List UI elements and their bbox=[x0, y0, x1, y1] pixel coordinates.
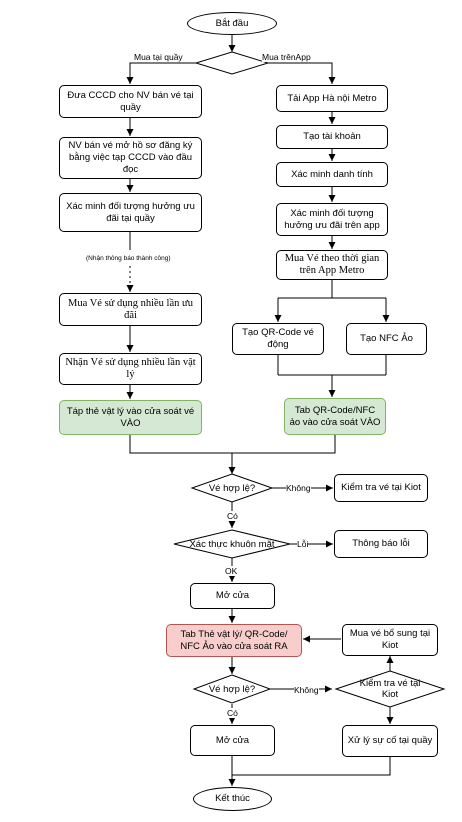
decision-valid-exit-label: Vé hợp lệ? bbox=[208, 683, 256, 695]
edge-label-notify: (Nhận thông báo thành công) bbox=[86, 255, 171, 262]
decision-valid-exit bbox=[192, 674, 272, 704]
step-create-qr: Tạo QR-Code vé động bbox=[232, 323, 324, 355]
step-error-message: Thông báo lỗi bbox=[334, 530, 428, 558]
edge-label-error: Lỗi bbox=[297, 539, 309, 549]
step-give-cccd: Đưa CCCD cho NV bán vé tại quầy bbox=[59, 85, 202, 118]
step-buy-multi-ticket: Mua Vé sử dụng nhiều lần ưu đãi bbox=[59, 293, 202, 326]
step-download-app: Tải App Hà nội Metro bbox=[276, 85, 388, 112]
decision-valid-entry bbox=[190, 473, 274, 503]
decision-shapes bbox=[173, 51, 446, 708]
step-buy-extra-ticket: Mua vé bổ sung tại Kiot bbox=[342, 624, 438, 656]
step-handle-incident: Xử lý sự cố tại quầy bbox=[342, 725, 438, 757]
step-open-gate-2: Mở cửa bbox=[190, 725, 275, 756]
decision-channel bbox=[194, 51, 270, 75]
edge-label-counter: Mua tại quầy bbox=[134, 52, 183, 62]
step-create-nfc: Tạo NFC Ảo bbox=[346, 323, 427, 355]
edge-label-ok: OK bbox=[225, 566, 238, 576]
edge-label-no-1: Không bbox=[286, 483, 311, 493]
step-buy-time-ticket: Mua Vé theo thời gian trên App Metro bbox=[276, 250, 388, 280]
step-kiot-check: Kiểm tra vé tại Kiot bbox=[334, 474, 428, 502]
step-open-gate-1: Mở cửa bbox=[190, 583, 275, 609]
decision-kiot-check bbox=[334, 670, 446, 708]
step-tap-out: Tab Thẻ vật lý/ QR-Code/ NFC Ảo vào cửa … bbox=[166, 624, 302, 657]
edge-label-no-2: Không bbox=[294, 685, 319, 695]
decision-face-label: Xác thực khuôn mặt bbox=[189, 538, 275, 550]
step-verify-identity: Xác minh danh tính bbox=[276, 162, 388, 187]
step-tap-physical-in: Táp thẻ vật lý vào cửa soát vé VÀO bbox=[59, 400, 202, 435]
step-create-account: Tạo tài khoản bbox=[276, 125, 388, 149]
step-open-profile: NV bán vé mở hồ sơ đăng ký bằng việc tạp… bbox=[59, 137, 202, 179]
start-terminal: Bắt đầu bbox=[187, 12, 277, 35]
edge-label-yes-1: Có bbox=[227, 511, 238, 521]
decision-face bbox=[173, 529, 291, 559]
step-verify-app: Xác minh đối tượng hưởng ưu đãi trên app bbox=[276, 203, 388, 236]
decision-valid-entry-label: Vé hợp lệ? bbox=[208, 482, 256, 494]
step-receive-physical-ticket: Nhận Vé sử dụng nhiều lần vật lý bbox=[59, 353, 202, 385]
decision-kiot-check-label: Kiểm tra vé tại Kiot bbox=[359, 678, 421, 700]
step-verify-counter: Xác minh đối tượng hưởng ưu đãi tại quầy bbox=[59, 193, 202, 232]
step-tap-qr-in: Tab QR-Code/NFC ảo vào cửa soát VÀO bbox=[284, 398, 386, 435]
end-terminal: Kết thúc bbox=[193, 787, 272, 811]
edge-label-yes-2: Có bbox=[227, 708, 238, 718]
edge-label-app: Mua trênApp bbox=[262, 52, 311, 62]
